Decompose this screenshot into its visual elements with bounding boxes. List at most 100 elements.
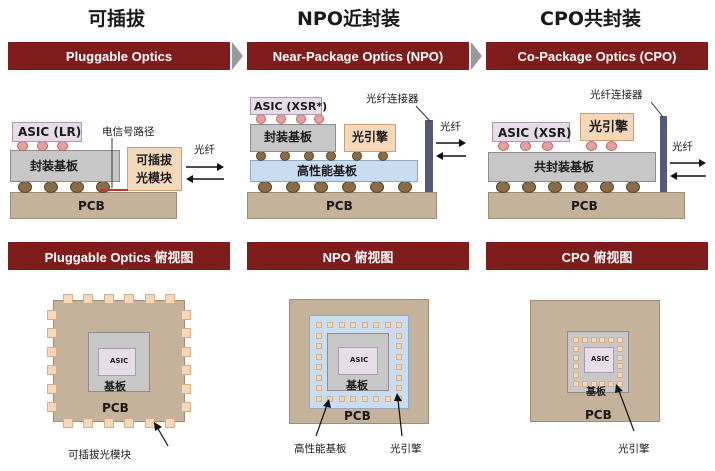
engine-pad [373, 322, 380, 328]
engine-pad [573, 354, 579, 361]
engine-pad [573, 345, 579, 352]
module-label-1: 可插拔 [136, 153, 173, 167]
callout-arrow [394, 393, 403, 437]
engine-pad [316, 322, 322, 328]
module-pad [144, 294, 155, 304]
optical-engine [344, 124, 396, 152]
substrate-label: 共封装基板 [534, 160, 595, 174]
micro-bump [256, 151, 266, 161]
engine-pad [573, 337, 579, 343]
micro-bump [378, 151, 388, 161]
engine-pad [396, 322, 402, 328]
micro-bump [296, 114, 306, 124]
solder-ball [522, 181, 536, 193]
engine-pad [338, 396, 345, 402]
engine-pad [316, 364, 322, 371]
pcb-label: PCB [102, 401, 129, 415]
module-label-2: 光模块 [136, 171, 173, 185]
title-cpo: CPO共封装 [540, 8, 642, 30]
engine-pad [617, 354, 623, 361]
module-pad [181, 402, 191, 412]
module-pad [165, 418, 175, 428]
micro-bump [586, 141, 597, 151]
engine-pad [327, 396, 334, 402]
module-pad [83, 418, 94, 428]
engine-pad [573, 372, 579, 379]
asic-chip [12, 122, 82, 142]
asic-label: ASIC [350, 356, 369, 364]
optical-engine [580, 113, 634, 141]
chevron-right-icon [471, 42, 482, 70]
engine-pad [384, 322, 391, 328]
module-pad [181, 346, 191, 357]
engine-pad [617, 372, 623, 379]
engine-pad [617, 381, 623, 387]
fiber-connector [660, 116, 667, 192]
connector-label: 光纤连接器 [366, 93, 419, 105]
micro-bump [256, 114, 266, 124]
module-pad [181, 328, 191, 339]
asic-chip [250, 97, 322, 115]
micro-bump [498, 141, 509, 151]
asic-chip [492, 122, 570, 142]
solder-ball [600, 181, 614, 193]
module-pad [124, 294, 135, 304]
asic-label: ASIC (XSR) [498, 126, 572, 140]
solder-ball [70, 181, 84, 193]
module-pad [47, 346, 57, 357]
banner-pluggable: Pluggable Optics [8, 42, 230, 70]
connector-label: 光纤连接器 [590, 89, 643, 101]
engine-pad [396, 374, 402, 381]
engine-pad [316, 332, 322, 339]
module-pad [165, 294, 175, 304]
solder-ball [44, 181, 58, 193]
module-pad [47, 365, 57, 376]
engine-pad [617, 337, 623, 343]
asic-die [98, 348, 136, 376]
engine-pad [581, 337, 588, 343]
micro-bump [352, 151, 362, 161]
engine-pad [316, 385, 322, 392]
banner-pluggable-top-view: Pluggable Optics 俯视图 [8, 242, 230, 270]
engine-pad [316, 374, 322, 381]
solder-ball [398, 181, 412, 193]
module-pad [144, 418, 155, 428]
engine-pad [361, 396, 368, 402]
micro-bump [314, 114, 324, 124]
micro-bump [326, 151, 336, 161]
module-pad [63, 294, 73, 304]
module-pad [103, 294, 114, 304]
pcb [488, 192, 685, 219]
callout-ceramic-label: 高性能基板 [294, 443, 347, 455]
fiber-label: 光纤 [672, 141, 693, 153]
pcb-label: PCB [585, 408, 612, 422]
solder-ball [548, 181, 562, 193]
engine-pad [573, 381, 579, 387]
engine-pad [608, 381, 615, 387]
banner-npo: Near-Package Optics (NPO) [247, 42, 469, 70]
substrate-label: 基板 [104, 380, 126, 393]
electrical-path [100, 189, 128, 191]
engine-pad [361, 322, 368, 328]
solder-ball [314, 181, 328, 193]
engine-pad [316, 396, 322, 402]
engine-pad [617, 363, 623, 370]
engine-pad [384, 396, 391, 402]
pcb-label: PCB [571, 199, 598, 213]
pluggable-module [127, 147, 182, 191]
module-pad [47, 310, 57, 320]
module-pad [103, 418, 114, 428]
signal-path-leader [111, 138, 113, 188]
module-pad [47, 328, 57, 339]
callout-engine-label: 光引擎 [390, 443, 422, 455]
engine-pad [599, 337, 606, 343]
micro-bump [37, 141, 48, 151]
module-pad [124, 418, 135, 428]
module-pad [83, 294, 94, 304]
module-pad [47, 402, 57, 412]
asic-label: ASIC [591, 355, 610, 363]
connector-leader [650, 101, 664, 118]
solder-ball [496, 181, 510, 193]
module-pad [181, 383, 191, 394]
micro-bump [606, 141, 617, 151]
